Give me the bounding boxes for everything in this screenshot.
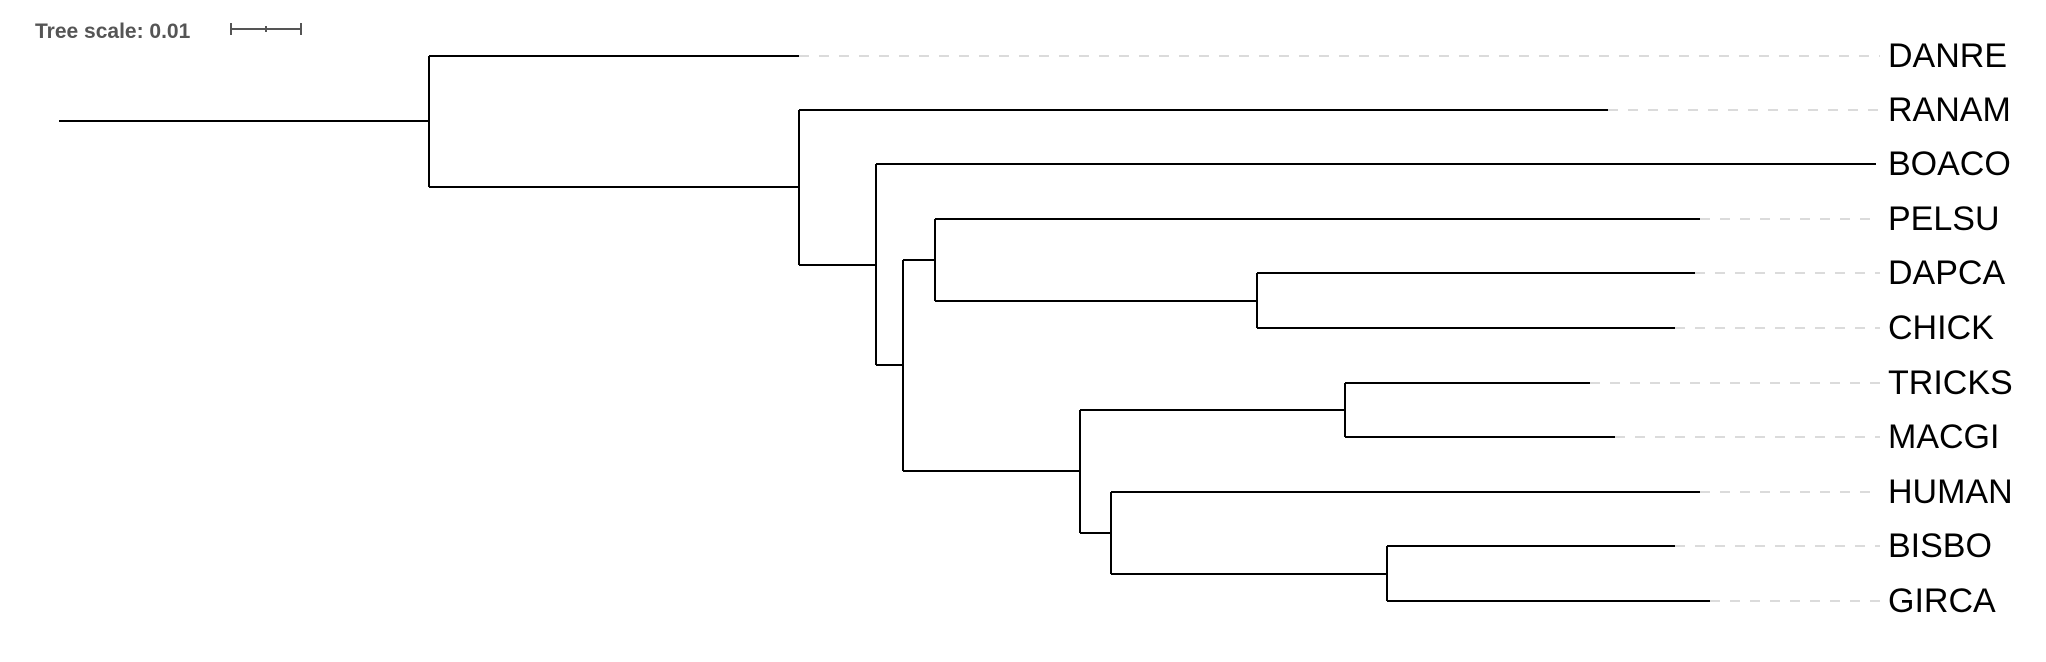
leaf-label-girca: GIRCA [1888,582,1996,620]
tree-scale: Tree scale: 0.01 [35,20,302,43]
leaf-label-pelsu: PELSU [1888,200,2000,238]
leaf-label-boaco: BOACO [1888,145,2011,183]
leaf-label-chick: CHICK [1888,309,1994,347]
label-guides [799,55,1880,602]
tree-scale-label: Tree scale: 0.01 [35,20,191,43]
branches [59,55,1876,602]
leaf-label-dapca: DAPCA [1888,254,2005,292]
leaf-label-danre: DANRE [1888,37,2007,75]
leaf-label-ranam: RANAM [1888,91,2011,129]
leaf-label-macgi: MACGI [1888,418,1999,456]
leaf-label-tricks: TRICKS [1888,364,2013,402]
leaf-label-human: HUMAN [1888,473,2013,511]
leaf-labels: DANRE RANAM BOACO PELSU DAPCA CHICK TRIC… [1888,37,2013,620]
leaf-label-bisbo: BISBO [1888,527,1992,565]
